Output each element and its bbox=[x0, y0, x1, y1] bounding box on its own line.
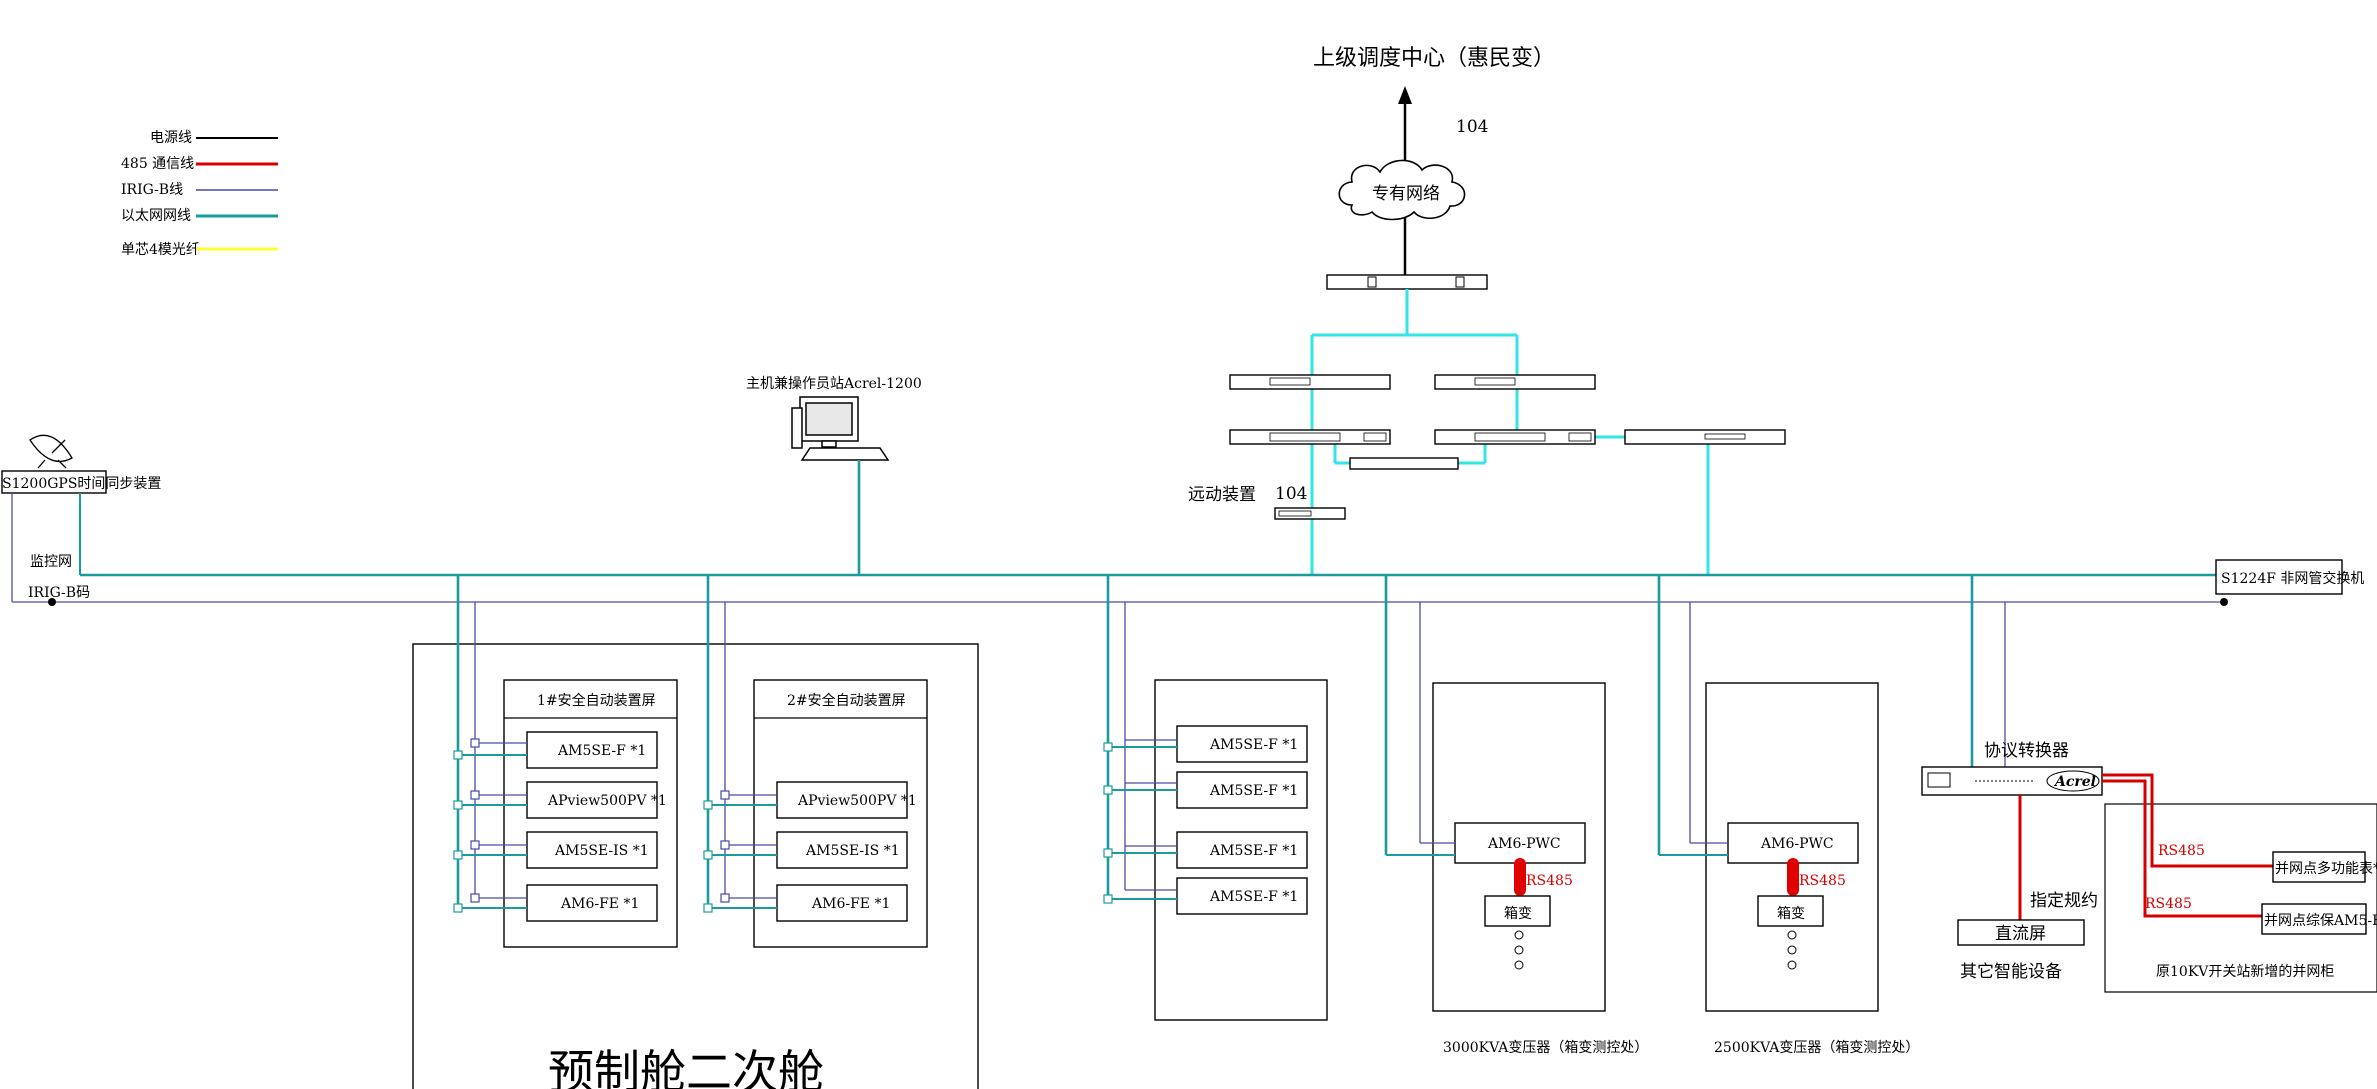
panel2-device bbox=[776, 884, 908, 922]
telecontrol-device bbox=[1274, 507, 1346, 520]
panel1-device bbox=[526, 884, 658, 922]
panel2-device-label: AM6-FE *1 bbox=[811, 896, 890, 912]
legend-label-ethernet: 以太网网线 bbox=[121, 208, 191, 224]
panel1-device bbox=[526, 831, 658, 869]
panel3-device-label: AM5SE-F *1 bbox=[1209, 889, 1298, 905]
converter-logo bbox=[2046, 770, 2100, 792]
rs485-label-a: RS485 bbox=[2158, 843, 2205, 859]
rs485-label-b: RS485 bbox=[2145, 896, 2192, 912]
secondary-cabin-frame bbox=[412, 643, 979, 1089]
panel2-device-label: AM5SE-IS *1 bbox=[805, 843, 900, 859]
bus-junction bbox=[48, 598, 56, 606]
fiber-tree bbox=[1310, 289, 1710, 575]
converter-port-icon bbox=[1927, 772, 1951, 788]
time-sync-label: S1200GPS时间同步装置 bbox=[2, 476, 161, 492]
panel3-port-markers bbox=[1103, 742, 1113, 904]
transformer1-caption: 3000KVA变压器（箱变测控处） bbox=[1443, 1040, 1648, 1056]
transformer1-ellipsis bbox=[1514, 930, 1524, 970]
transformer1-device-label: AM6-PWC bbox=[1487, 836, 1561, 852]
switch-port-rows bbox=[1269, 377, 1746, 442]
panel1-device-label: AM5SE-IS *1 bbox=[554, 843, 649, 859]
telecontrol-protocol: 104 bbox=[1275, 484, 1307, 504]
grid-cabinet-caption: 原10KV开关站新增的并网柜 bbox=[2156, 964, 2334, 980]
bus-junction bbox=[2220, 598, 2228, 606]
workstation-computer-icon bbox=[791, 396, 890, 461]
transformer2-rs485-label: RS485 bbox=[1799, 873, 1846, 889]
panel3-device bbox=[1176, 877, 1308, 915]
grid-protection-label: 并网点综保AM5-F*2 bbox=[2264, 913, 2377, 929]
uplink-arrow-icon bbox=[1398, 86, 1412, 104]
converter-label: 协议转换器 bbox=[1984, 741, 2069, 761]
transformer2-rs485-link bbox=[1787, 858, 1799, 896]
grid-meter-label: 并网点多功能表*2 bbox=[2275, 860, 2377, 877]
panel3-device-label: AM5SE-F *1 bbox=[1209, 843, 1298, 859]
cloud-label: 专有网络 bbox=[1372, 184, 1440, 204]
workstation-label: 主机兼操作员站Acrel-1200 bbox=[746, 376, 922, 392]
router-port-icon bbox=[1455, 276, 1465, 288]
transformer1-box bbox=[1484, 895, 1551, 927]
monitor-net-label: 监控网 bbox=[30, 554, 72, 570]
panel3-device-label: AM5SE-F *1 bbox=[1209, 737, 1298, 753]
transformer1-rs485-label: RS485 bbox=[1526, 873, 1573, 889]
grid-meter-device bbox=[2272, 851, 2366, 883]
panel2-device bbox=[776, 831, 908, 869]
dc-panel-device bbox=[1957, 919, 2085, 946]
switch-b-bottom bbox=[1434, 429, 1596, 445]
panel1-title: 1#安全自动装置屏 bbox=[537, 692, 656, 709]
transformer2-caption: 2500KVA变压器（箱变测控处） bbox=[1714, 1040, 1919, 1056]
converter-protocol-label: 指定规约 bbox=[2030, 891, 2098, 911]
panel2-device-label: APview500PV *1 bbox=[797, 793, 917, 809]
panel1-device bbox=[526, 781, 658, 819]
panel3-device bbox=[1176, 725, 1308, 763]
satellite-dish-icon bbox=[29, 434, 73, 469]
panel1-device bbox=[526, 731, 658, 769]
legend-label-fiber: 单芯4模光纤 bbox=[121, 242, 200, 258]
panel3-device-label: AM5SE-F *1 bbox=[1209, 783, 1298, 799]
rs485-links-right bbox=[2102, 773, 2273, 918]
switch-a-bottom bbox=[1229, 429, 1391, 445]
legend: 电源线 485 通信线 IRIG-B线 以太网网线 单芯4模光纤 bbox=[121, 130, 278, 258]
transformer1-rs485-link bbox=[1514, 858, 1526, 896]
panel3-device bbox=[1176, 771, 1308, 809]
panel-port-markers bbox=[453, 738, 730, 913]
network-switch-label: S1224F 非网管交换机 bbox=[2221, 570, 2364, 587]
router-port-icon bbox=[1367, 276, 1377, 288]
fiber-converter-device bbox=[1349, 457, 1459, 470]
transformer2-box-label: 箱变 bbox=[1777, 906, 1805, 922]
transformer2-pwc-device bbox=[1727, 822, 1859, 864]
telecontrol-label: 远动装置 bbox=[1188, 485, 1256, 505]
transformer2-ellipsis bbox=[1787, 930, 1797, 970]
panel2-device bbox=[776, 781, 908, 819]
panel3-wiring bbox=[1106, 575, 1177, 900]
irig-label: IRIG-B码 bbox=[28, 585, 90, 601]
uplink-protocol-104: 104 bbox=[1456, 117, 1488, 137]
dispatch-center-label: 上级调度中心（惠民变） bbox=[1313, 46, 1555, 71]
panel1-device-label: AM5SE-F *1 bbox=[557, 743, 646, 759]
panel2-title: 2#安全自动装置屏 bbox=[787, 692, 906, 709]
panel3-device bbox=[1176, 831, 1308, 869]
transformer2-box bbox=[1757, 895, 1824, 927]
grid-protection-device bbox=[2261, 903, 2367, 935]
cloud-icon bbox=[1338, 159, 1466, 221]
converter-brand: Acrel bbox=[2053, 774, 2096, 790]
cabin-label: 预制舱二次舱 bbox=[548, 1045, 824, 1089]
dc-panel-label: 直流屏 bbox=[1995, 924, 2046, 944]
panel1-device-label: APview500PV *1 bbox=[547, 793, 667, 809]
legend-label-rs485: 485 通信线 bbox=[121, 156, 194, 172]
transformer2-device-label: AM6-PWC bbox=[1760, 836, 1834, 852]
dc-panel-caption: 其它智能设备 bbox=[1960, 962, 2062, 982]
network-switch bbox=[2215, 559, 2343, 595]
legend-label-irig: IRIG-B线 bbox=[121, 182, 183, 198]
time-sync-device bbox=[1, 470, 107, 494]
telecontrol-ports bbox=[1278, 510, 1312, 517]
panel1-device-label: AM6-FE *1 bbox=[560, 896, 639, 912]
grid-cabinet-frame bbox=[2104, 803, 2377, 993]
legend-label-power: 电源线 bbox=[150, 130, 192, 146]
transformer1-box-label: 箱变 bbox=[1504, 906, 1532, 922]
